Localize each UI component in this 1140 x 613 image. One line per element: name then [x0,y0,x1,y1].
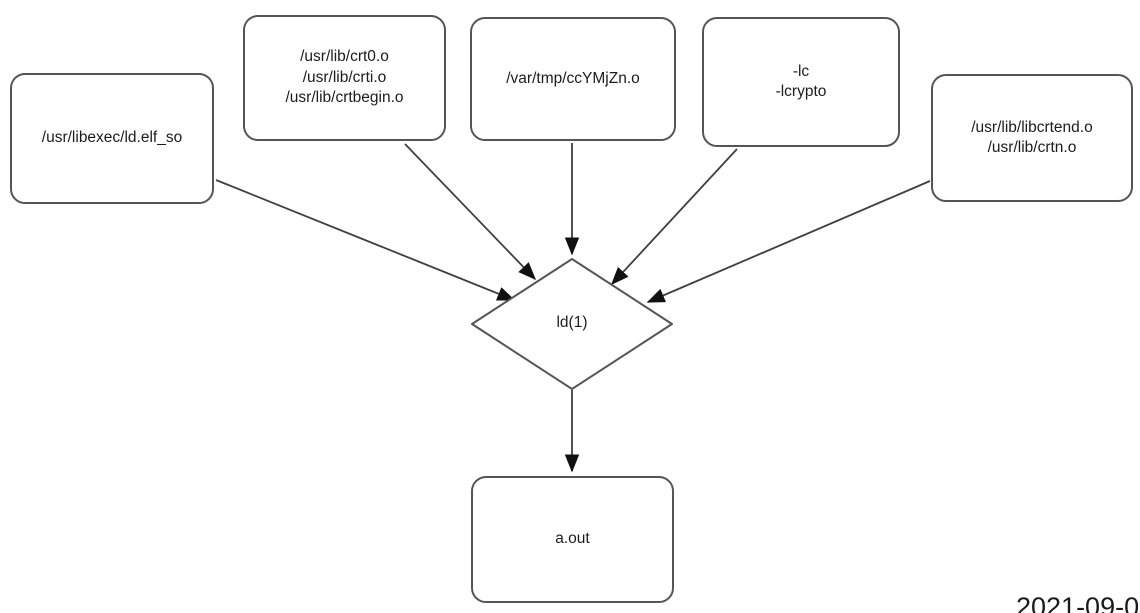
node-output: a.out [471,476,674,603]
node-ld-elf-so: /usr/libexec/ld.elf_so [10,73,214,204]
edge-crt-begin-to-linker [404,143,536,281]
node-output-label: a.out [555,530,590,548]
edge-crt-end-to-linker [646,180,931,303]
node-libraries-line: -lcrypto [775,83,827,100]
linker-diamond-shape [471,258,673,390]
node-crt-end-line: /usr/lib/libcrtend.o [971,118,1093,136]
node-libraries: -lc -lcrypto [702,17,900,147]
node-temp-object-label: /var/tmp/ccYMjZn.o [506,69,640,87]
node-crt-end-line: /usr/lib/crtn.o [987,139,1077,156]
footer-date: 2021-09-0 [1016,592,1140,613]
edge-ld-elf-so-to-linker [215,179,516,301]
node-ld-elf-so-label: /usr/libexec/ld.elf_so [41,129,183,147]
node-temp-object: /var/tmp/ccYMjZn.o [470,17,676,141]
node-crt-begin-line: /usr/lib/crtbegin.o [285,89,404,107]
edge-libraries-to-linker [611,148,738,286]
node-crt-begin-line: /usr/lib/crt0.o [300,48,389,66]
node-crt-begin: /usr/lib/crt0.o /usr/lib/crti.o /usr/lib… [243,15,446,141]
node-libraries-line: -lc [792,62,810,80]
node-crt-begin-line: /usr/lib/crti.o [302,68,387,86]
linker-diamond-label: ld(1) [556,314,588,331]
node-crt-end: /usr/lib/libcrtend.o /usr/lib/crtn.o [931,74,1133,202]
